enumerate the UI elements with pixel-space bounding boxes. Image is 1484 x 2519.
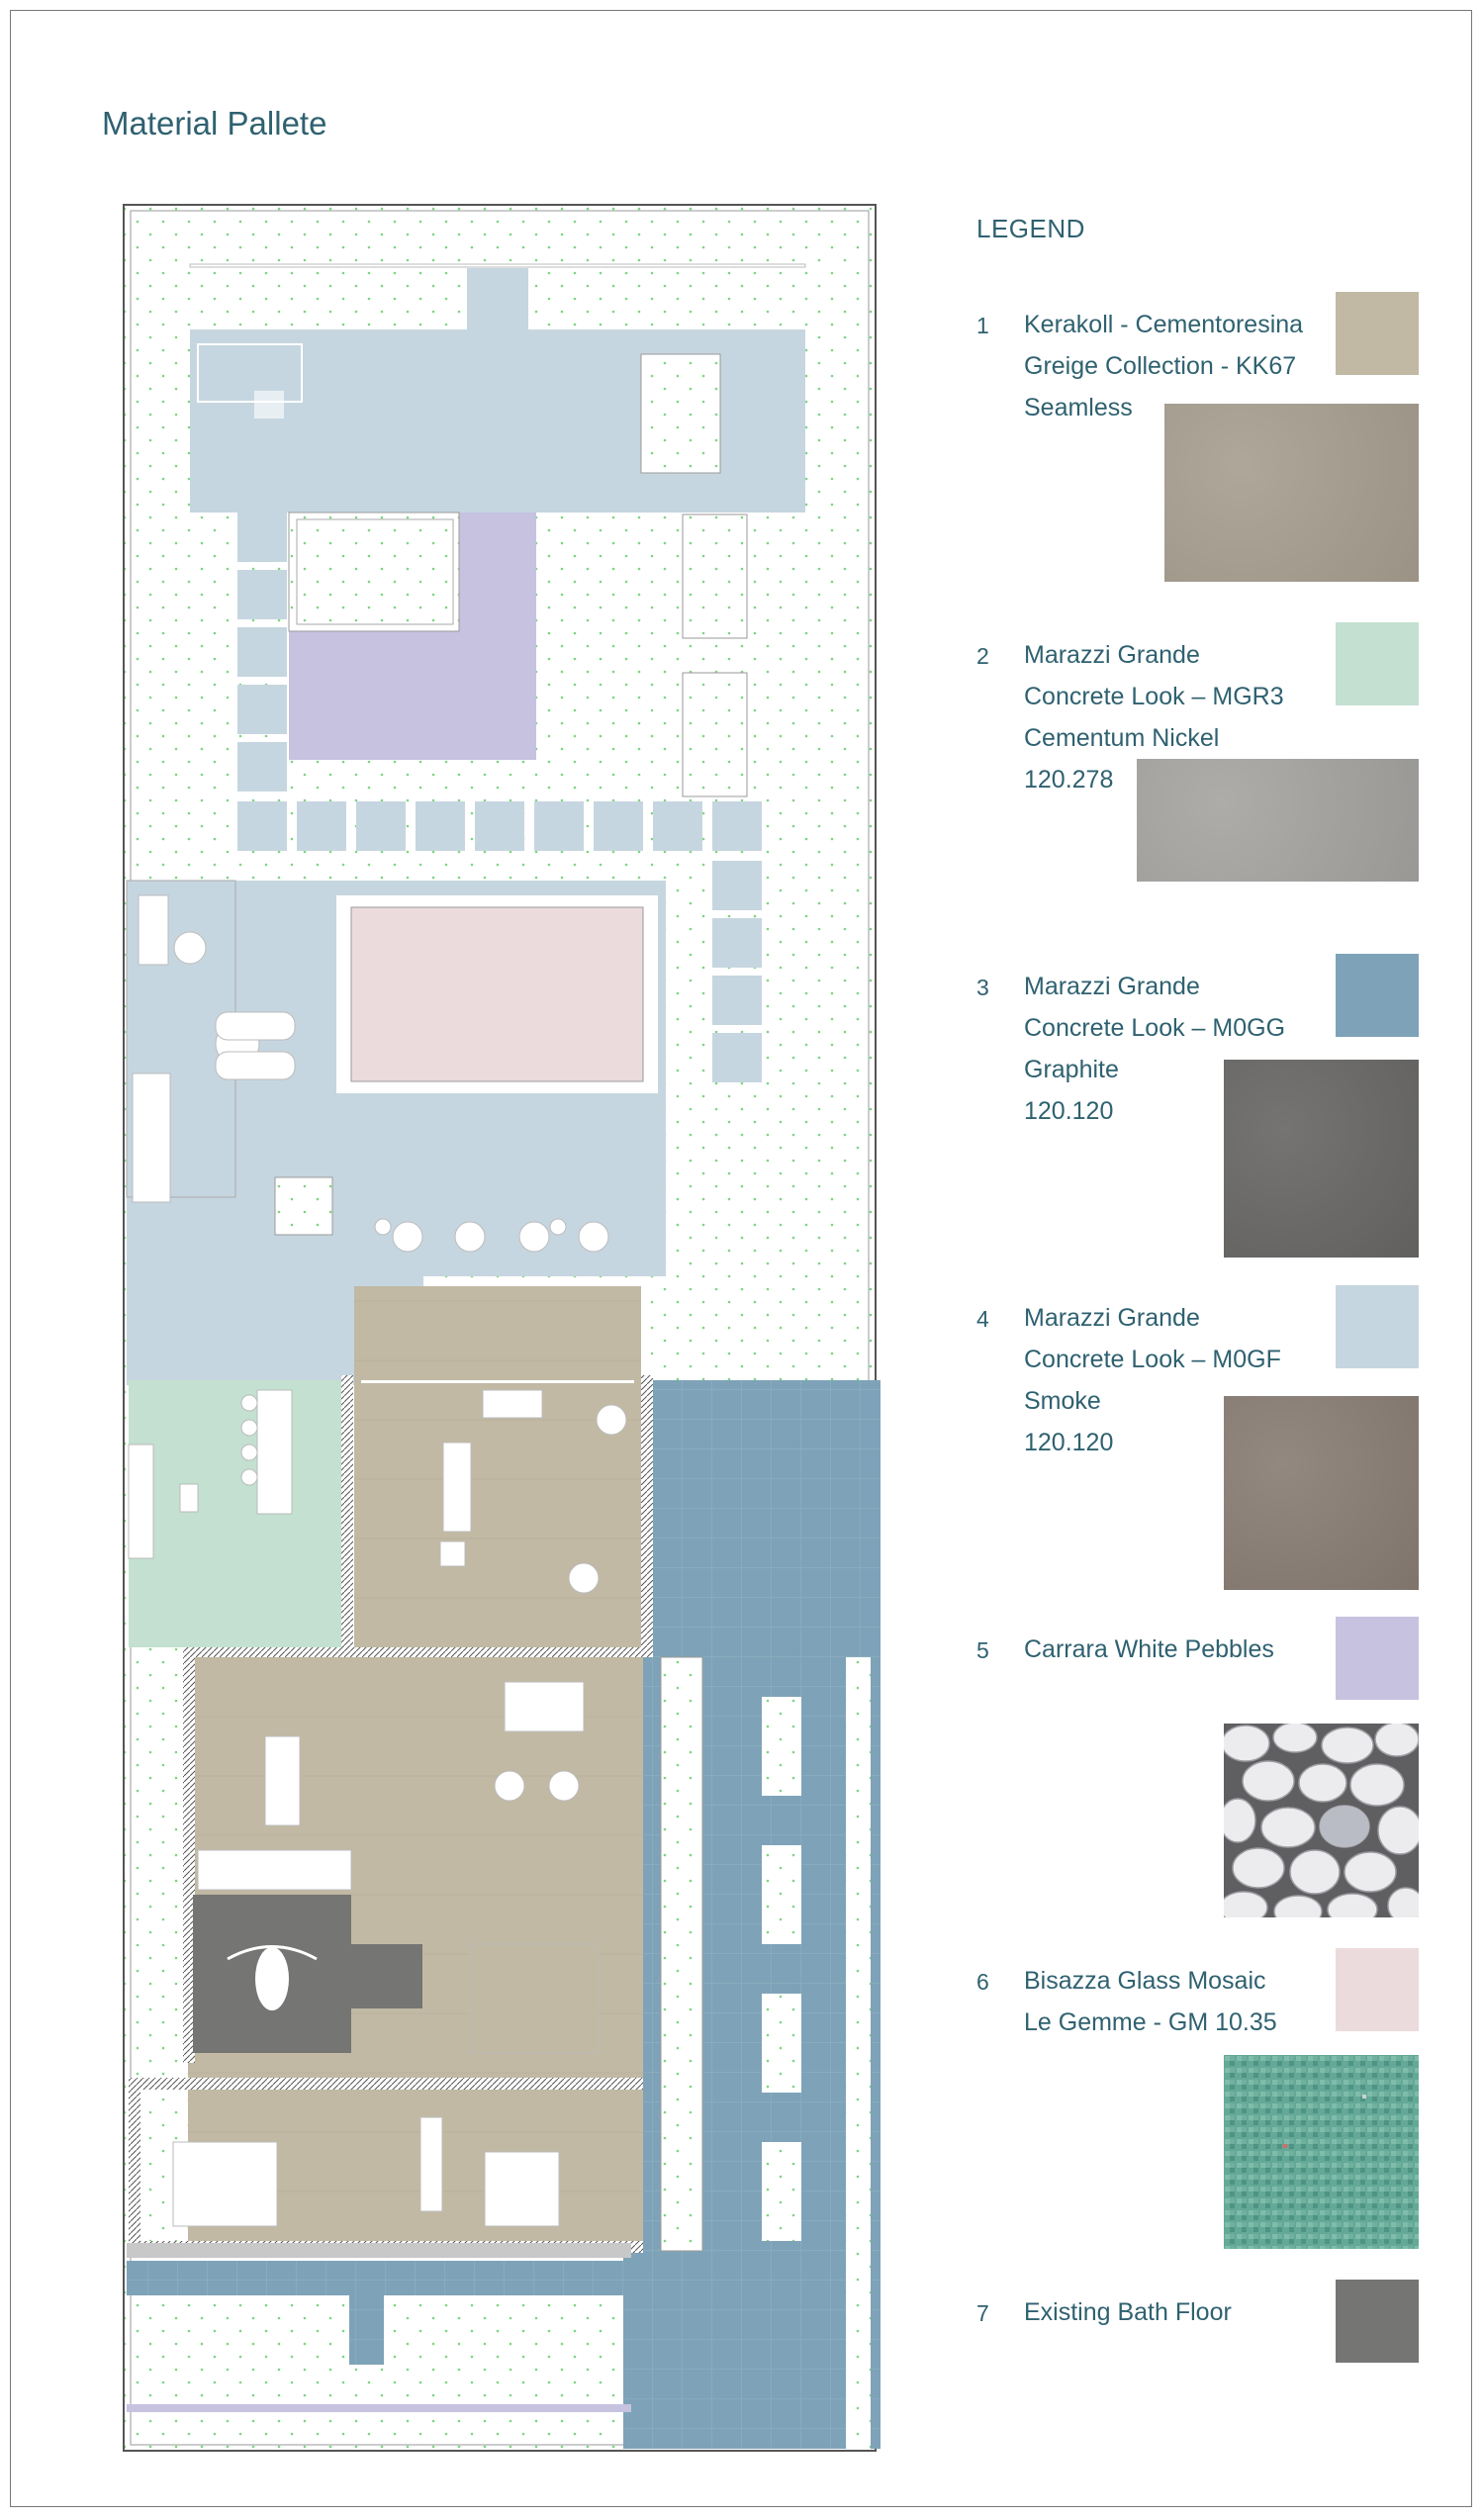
legend-item-number: 2 [976,643,989,669]
legend-heading: LEGEND [976,214,1085,243]
swatch-3 [1336,954,1419,1037]
legend-item-text: Carrara White Pebbles [1024,1629,1321,1670]
legend-line: Marazzi Grande [1024,641,1200,669]
legend-item-text: Kerakoll - Cementoresina Greige Collecti… [1024,304,1321,428]
legend-item-number: 6 [976,1969,989,1995]
pool-mosaic [350,906,644,1082]
swatch-1 [1336,292,1419,375]
legend-line: Concrete Look – M0GG [1024,1014,1286,1042]
swatch-7 [1336,2280,1419,2363]
sample-image-3 [1224,1060,1419,1258]
legend-line: Graphite [1024,1056,1119,1083]
legend-item-number: 1 [976,313,989,338]
legend-line: Greige Collection - KK67 [1024,352,1297,380]
kitchen-floor [129,1380,346,1647]
legend-item-text: Marazzi Grande Concrete Look – M0GG Grap… [1024,966,1321,1132]
planter-top [640,353,721,474]
legend-line: Cementum Nickel [1024,724,1220,752]
legend-line: Seamless [1024,394,1133,421]
swatch-5 [1336,1617,1419,1700]
living-floor [354,1286,641,1657]
sample-image-4 [1224,1396,1419,1590]
legend-line: Marazzi Grande [1024,1304,1200,1332]
legend-line: Concrete Look – M0GF [1024,1346,1281,1373]
swatch-2 [1336,622,1419,705]
page-frame [10,10,1472,2507]
pebbles-texture [1224,1724,1419,1917]
legend-item-text: Marazzi Grande Concrete Look – MGR3 Ceme… [1024,634,1321,800]
floor-plan [123,204,881,2452]
page-title: Material Pallete [102,105,327,141]
sample-image-2 [1137,759,1419,882]
sample-image-6 [1224,2055,1419,2249]
legend-line: Marazzi Grande [1024,973,1200,1000]
legend-item-text: Existing Bath Floor [1024,2291,1321,2333]
swatch-6 [1336,1948,1419,2031]
legend-item-number: 4 [976,1306,989,1332]
swatch-4 [1336,1285,1419,1368]
legend-item-number: 5 [976,1637,989,1663]
legend-line: Le Gemme - GM 10.35 [1024,2008,1277,2036]
legend-line: 120.278 [1024,766,1114,793]
legend-line: Concrete Look – MGR3 [1024,683,1284,710]
legend-line: Bisazza Glass Mosaic [1024,1967,1266,1995]
legend-item-number: 7 [976,2300,989,2326]
legend-item-text: Marazzi Grande Concrete Look – M0GF Smok… [1024,1297,1321,1463]
legend-item-number: 3 [976,975,989,1000]
sample-image-5 [1224,1724,1419,1917]
legend-line: Smoke [1024,1387,1101,1415]
legend-line: Carrara White Pebbles [1024,1635,1274,1663]
legend-line: 120.120 [1024,1429,1114,1456]
legend-line: Existing Bath Floor [1024,2298,1232,2326]
sample-image-1 [1164,404,1419,582]
mosaic-texture [1224,2055,1419,2249]
legend-line: Kerakoll - Cementoresina [1024,311,1304,338]
legend-line: 120.120 [1024,1097,1114,1125]
legend-item-text: Bisazza Glass Mosaic Le Gemme - GM 10.35 [1024,1960,1321,2043]
